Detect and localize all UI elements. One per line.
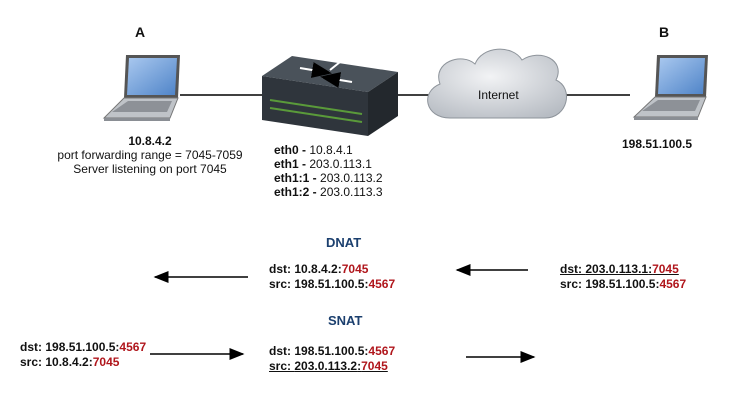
router-switch-icon <box>262 56 398 136</box>
node-a-label: A <box>135 24 146 40</box>
packet-src: src: 203.0.113.2:7045 <box>269 359 388 373</box>
snat-title: SNAT <box>328 313 363 328</box>
dnat-incoming-packet: dst: 203.0.113.1:7045 src: 198.51.100.5:… <box>560 262 686 292</box>
packet-dst: dst: 198.51.100.5:4567 <box>269 344 396 358</box>
node-a-ip: 10.8.4.2 <box>128 134 172 148</box>
node-a-server-note: Server listening on port 7045 <box>73 162 227 176</box>
packet-dst: dst: 198.51.100.5:4567 <box>20 340 147 354</box>
node-b-ip: 198.51.100.5 <box>622 137 693 151</box>
dnat-translated-packet: dst: 10.8.4.2:7045 src: 198.51.100.5:456… <box>269 262 395 292</box>
packet-dst: dst: 203.0.113.1:7045 <box>560 262 679 276</box>
node-b-label: B <box>659 24 670 40</box>
interface-row: eth0 - 10.8.4.1 <box>274 143 353 157</box>
router-interfaces: eth0 - 10.8.4.1 eth1 - 203.0.113.1 eth1:… <box>274 143 383 199</box>
snat-translated-packet: dst: 198.51.100.5:4567 src: 203.0.113.2:… <box>269 344 395 374</box>
laptop-a-icon <box>102 55 180 121</box>
internet-cloud-icon <box>427 48 567 119</box>
node-a-info: 10.8.4.2 port forwarding range = 7045-70… <box>20 134 280 176</box>
dnat-title: DNAT <box>326 235 362 250</box>
packet-src: src: 198.51.100.5:4567 <box>269 277 396 291</box>
node-a-port-range: port forwarding range = 7045-7059 <box>57 148 243 162</box>
packet-src: src: 10.8.4.2:7045 <box>20 355 120 369</box>
interface-row: eth1:2 - 203.0.113.3 <box>274 185 383 199</box>
packet-src: src: 198.51.100.5:4567 <box>560 277 687 291</box>
internet-label: Internet <box>478 88 519 102</box>
packet-dst: dst: 10.8.4.2:7045 <box>269 262 369 276</box>
interface-row: eth1:1 - 203.0.113.2 <box>274 171 383 185</box>
interface-row: eth1 - 203.0.113.1 <box>274 157 372 171</box>
snat-original-packet: dst: 198.51.100.5:4567 src: 10.8.4.2:704… <box>20 340 146 370</box>
laptop-b-icon <box>632 55 708 120</box>
